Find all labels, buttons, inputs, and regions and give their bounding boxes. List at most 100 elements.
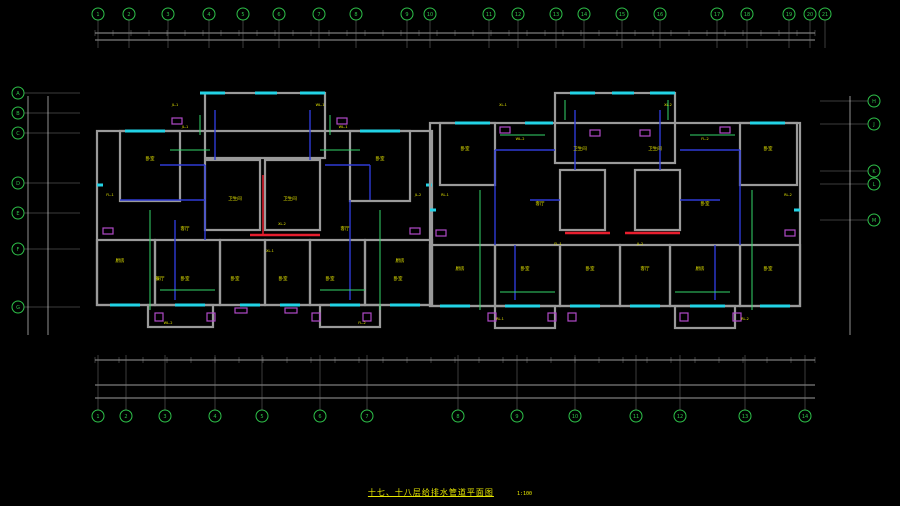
left-bedroom-sw-1: [153, 238, 222, 307]
pipe-tag: FL-2: [358, 321, 365, 325]
room-label-right: 厨房: [456, 265, 465, 272]
left-bedroom-ne: [348, 129, 412, 203]
window: [175, 303, 205, 307]
room-label-right: 卧室: [701, 200, 710, 207]
pipe-tag: XL-2: [664, 103, 672, 107]
right-elevator-2: [633, 168, 682, 232]
plumbing-fixture: [732, 312, 742, 322]
top-axis-bubble-label: 13: [553, 12, 559, 18]
room-label-right: 厨房: [696, 265, 705, 272]
window: [280, 303, 300, 307]
bottom-axis-bubble-label: 1: [96, 414, 99, 420]
left-elevator-2: [263, 158, 322, 232]
window: [570, 304, 600, 308]
bottom-axis-bubble-label: 13: [742, 414, 748, 420]
window: [390, 303, 420, 307]
room-label-right: 卧室: [461, 145, 470, 152]
top-axis-bubble-label: 6: [277, 12, 280, 18]
left-axis-bubble-label: D: [16, 181, 20, 187]
right-living-e: [738, 243, 802, 308]
room-label-left: 厨房: [396, 257, 405, 264]
right-elevator-1: [558, 168, 607, 232]
top-axis-bubble-label: 8: [354, 12, 357, 18]
pipe-tag: WL-1: [316, 103, 325, 107]
pipe-tag: WL-2: [164, 321, 173, 325]
left-axis-bubble-label: C: [16, 131, 20, 137]
plumbing-fixture: [567, 312, 577, 322]
room-label-left: 卧室: [376, 155, 385, 162]
window: [430, 208, 436, 212]
left-bedroom-sw-2: [218, 238, 267, 307]
bottom-axis-bubble-label: 5: [260, 414, 263, 420]
plumbing-fixture: [311, 312, 321, 322]
top-axis-bubble-label: 2: [127, 12, 130, 18]
left-axis-bubble-label: F: [17, 247, 20, 253]
right-stair-core-wall: [553, 91, 677, 165]
top-axis-bubble-label: 1: [96, 12, 99, 18]
bottom-axis-bubble-label: 10: [572, 414, 578, 420]
room-label-left: 厨房: [116, 257, 125, 264]
plumbing-fixture: [784, 229, 796, 237]
left-bedroom-se-1: [308, 238, 367, 307]
room-label-right: 卧室: [764, 265, 773, 272]
top-axis-bubble-label: 19: [786, 12, 792, 18]
right-balcony-e: [673, 304, 737, 330]
window: [200, 91, 225, 95]
window: [455, 121, 490, 125]
plumbing-fixture: [487, 312, 497, 322]
right-unit-outer-wall: [428, 121, 802, 308]
pipe-tag: JL-1: [181, 125, 188, 129]
room-label-right: 卧室: [764, 145, 773, 152]
plumbing-fixture: [362, 312, 372, 322]
bottom-axis-bubble-label: 4: [213, 414, 216, 420]
right-axis-bubble-label: K: [872, 169, 876, 175]
pipe-tag: XL-1: [266, 249, 274, 253]
window: [794, 208, 800, 212]
window: [125, 129, 165, 133]
pipe-tag: WL-2: [516, 137, 525, 141]
right-room-mid-1: [558, 243, 622, 308]
top-axis-bubble-label: 15: [619, 12, 625, 18]
window: [240, 303, 260, 307]
window: [300, 91, 325, 95]
pipe-tag: WL-1: [339, 125, 348, 129]
pipe-tag: RL-1: [496, 317, 504, 321]
plumbing-fixture: [284, 307, 298, 314]
top-axis-bubble-label: 3: [166, 12, 169, 18]
window: [612, 91, 634, 95]
plumbing-fixture: [206, 312, 216, 322]
room-label-left: 客厅: [341, 225, 350, 232]
room-label-right: 客厅: [536, 200, 545, 207]
window: [440, 304, 470, 308]
plumbing-fixture: [499, 126, 511, 134]
window: [110, 303, 140, 307]
room-label-left: 卧室: [394, 275, 403, 282]
room-label-left: 卧室: [279, 275, 288, 282]
top-axis-bubble-label: 7: [317, 12, 320, 18]
top-axis-bubble-label: 5: [241, 12, 244, 18]
bottom-axis-bubble-label: 9: [515, 414, 518, 420]
top-axis-bubble-label: 4: [207, 12, 210, 18]
room-label-left: 卫生间: [283, 195, 297, 202]
room-label-right: 客厅: [641, 265, 650, 272]
top-axis-bubble-label: 12: [515, 12, 521, 18]
right-room-sw-2: [493, 243, 562, 308]
left-living-e: [363, 238, 434, 307]
pipe-tag: FL-1: [554, 242, 561, 246]
window: [505, 304, 540, 308]
top-axis-bubble-label: 20: [807, 12, 813, 18]
window: [650, 91, 675, 95]
pipe-tag: RL-2: [784, 193, 792, 197]
plumbing-fixture: [336, 117, 348, 125]
plumbing-fixture: [639, 129, 651, 137]
room-label-left: 餐厅: [156, 275, 165, 282]
plumbing-fixture: [102, 227, 114, 235]
bottom-axis-bubble-label: 7: [365, 414, 368, 420]
pipe-tag: FL-1: [106, 193, 113, 197]
window: [97, 183, 103, 187]
pipe-tag: JL-1: [171, 103, 178, 107]
room-label-left: 卧室: [231, 275, 240, 282]
bottom-axis-bubble-label: 12: [677, 414, 683, 420]
room-label-right: 卧室: [586, 265, 595, 272]
pipe-tag: XL-2: [278, 222, 286, 226]
